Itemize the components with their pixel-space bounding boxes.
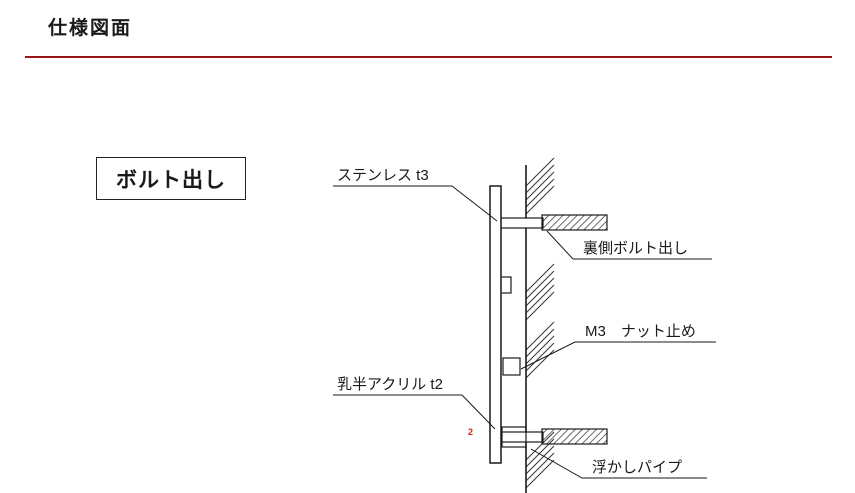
top-bolt-thread: [541, 214, 608, 231]
title-rule: [25, 56, 832, 58]
note-red-2: 2: [468, 427, 474, 437]
label-m3-nut: M3 ナット止め: [585, 323, 696, 340]
leader-back-bolt: [546, 230, 712, 260]
label-stainless: ステンレス t3: [337, 167, 429, 184]
leader-stainless: [333, 185, 498, 222]
top-bolt-shaft: [500, 217, 544, 229]
leader-spacer-pipe: [530, 448, 707, 479]
m3-nut: [502, 357, 521, 376]
leader-m3-nut: [520, 341, 716, 370]
label-acrylic: 乳半アクリル t2: [337, 376, 443, 393]
wall-hatch-lower-middle: [525, 321, 555, 379]
leader-acrylic: [333, 394, 496, 430]
sign-plate: [489, 185, 502, 464]
page-title: 仕様図面: [48, 18, 133, 39]
label-back-bolt: 裏側ボルト出し: [583, 240, 689, 257]
spacer-pipe-shape: [501, 426, 527, 448]
label-spacer-pipe: 浮かしパイプ: [592, 459, 683, 476]
bottom-bolt-thread: [541, 428, 608, 445]
callout-box-bolt-type: ボルト出し: [96, 157, 246, 200]
wall-hatch-top: [525, 157, 555, 215]
wall-hatch-upper-middle: [525, 263, 555, 321]
bottom-bolt-shaft: [500, 431, 544, 443]
